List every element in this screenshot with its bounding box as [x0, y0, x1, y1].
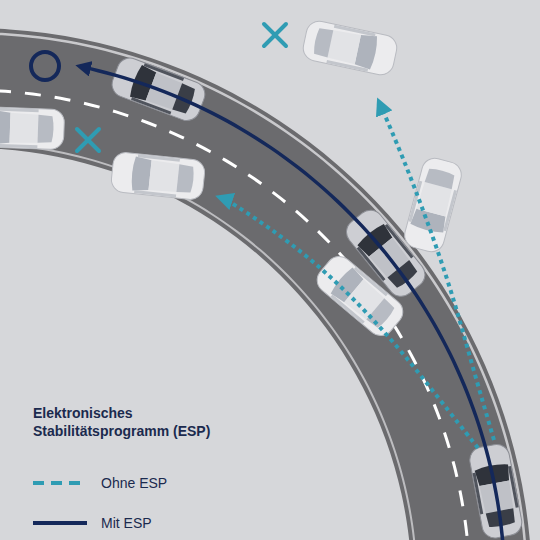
car-without-esp [110, 151, 206, 200]
fail-cross [77, 129, 99, 151]
dashed-line-sample [33, 478, 87, 488]
asphalt [0, 28, 532, 540]
cars [0, 19, 524, 540]
outcome-marks [31, 24, 286, 151]
success-circle [31, 52, 59, 80]
fail-cross [264, 24, 286, 46]
car-without-esp [301, 19, 399, 77]
path-without-esp [222, 198, 478, 448]
lane-marking [0, 90, 470, 540]
solid-line-sample [33, 518, 87, 528]
legend-label: Ohne ESP [101, 474, 167, 492]
road-edge [0, 143, 417, 540]
legend-label: Mit ESP [101, 514, 152, 532]
road-edge [0, 33, 527, 540]
path-without-esp [380, 104, 494, 440]
road [0, 28, 532, 540]
legend-entry: Ohne ESP [33, 474, 167, 492]
car-without-esp [0, 106, 65, 149]
trajectories [82, 67, 504, 540]
legend-title: Elektronisches Stabilitätsprogramm (ESP) [33, 404, 243, 440]
path-with-esp [82, 67, 504, 540]
legend-entry: Mit ESP [33, 514, 152, 532]
